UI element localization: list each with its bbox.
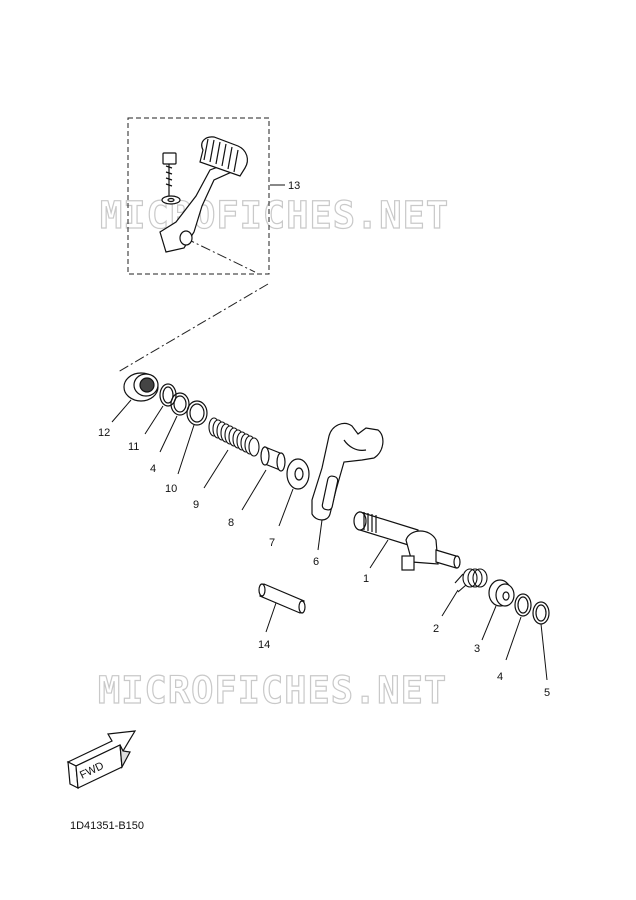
leader-10 [177, 424, 195, 475]
diagram-code: 1D41351-B150 [70, 820, 145, 832]
callout-9: 9 [193, 499, 199, 511]
assembly-leader [117, 283, 269, 373]
watermark-top: MICROFICHES.NET [100, 194, 449, 237]
callout-12: 12 [98, 427, 110, 439]
dowel-pin-part[interactable] [258, 583, 306, 614]
leader-12 [111, 399, 132, 423]
callout-4b: 4 [497, 671, 503, 683]
leader-3 [481, 605, 497, 641]
callout-13: 13 [288, 180, 300, 192]
leader-8 [241, 469, 267, 511]
callout-6: 6 [313, 556, 319, 568]
torsion-spring-part[interactable] [454, 568, 488, 593]
leader-4a [159, 415, 178, 453]
bushing-part[interactable] [488, 579, 515, 607]
leader-11 [144, 405, 164, 435]
assembly-leader-inner [184, 237, 256, 273]
callout-10: 10 [165, 483, 177, 495]
collar-part[interactable] [260, 446, 286, 472]
washer-part-5[interactable] [532, 601, 550, 625]
leader-5 [540, 623, 548, 681]
callout-2: 2 [433, 623, 439, 635]
callout-11: 11 [128, 441, 139, 453]
plate-washer-part[interactable] [286, 458, 310, 490]
shift-lever-plate-part[interactable] [311, 422, 384, 521]
callout-4a: 4 [150, 463, 156, 475]
leader-1 [369, 539, 389, 569]
watermark-bottom: MICROFICHES.NET [98, 669, 447, 712]
circlip-part-lower[interactable] [514, 593, 532, 617]
leader-14 [265, 602, 277, 633]
callout-5: 5 [544, 687, 550, 699]
leader-7 [278, 488, 294, 527]
leader-2 [441, 589, 459, 617]
leader-4b [505, 616, 522, 661]
callout-1: 1 [363, 573, 369, 585]
washer-part-10[interactable] [186, 400, 208, 426]
oil-seal-part[interactable] [123, 372, 159, 402]
o-ring-part[interactable] [159, 383, 177, 407]
assembly-box-13 [127, 117, 270, 275]
callout-7: 7 [269, 537, 275, 549]
callout-8: 8 [228, 517, 234, 529]
spring-part[interactable] [208, 417, 260, 457]
circlip-part-upper[interactable] [170, 392, 190, 416]
callout-14: 14 [258, 639, 270, 651]
leader-9 [203, 449, 229, 489]
shift-pedal-part[interactable] [159, 136, 248, 253]
fwd-arrow-icon: FWD [66, 730, 137, 790]
leader-6 [317, 519, 323, 551]
callout-3: 3 [474, 643, 480, 655]
shift-shaft-part[interactable] [353, 511, 461, 571]
